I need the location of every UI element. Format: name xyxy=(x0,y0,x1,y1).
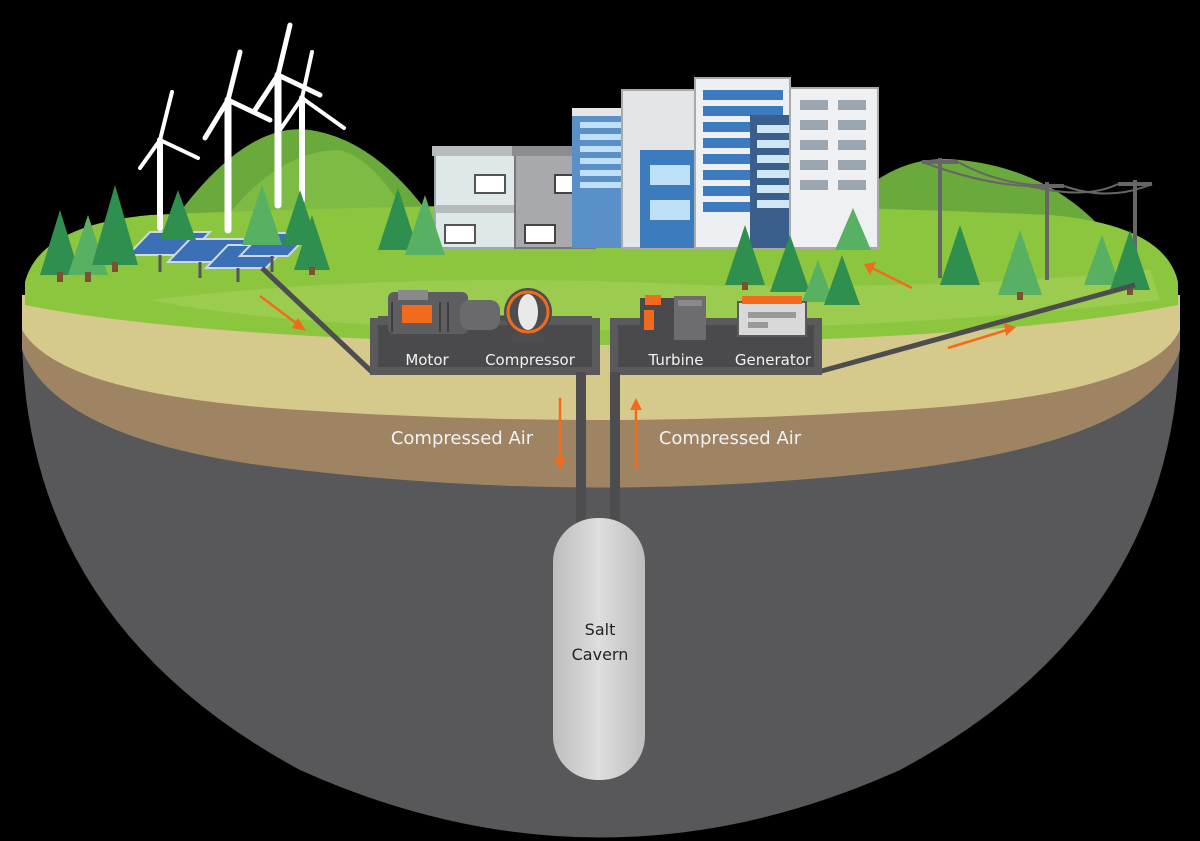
wind-turbine-icon xyxy=(138,90,200,231)
turbine-icon xyxy=(640,295,706,340)
arrow-icon xyxy=(864,262,913,290)
power-lines xyxy=(921,158,1153,280)
buildings xyxy=(432,77,879,249)
wind-turbines xyxy=(138,22,346,234)
trees xyxy=(40,185,1150,305)
motor-icon xyxy=(388,290,500,334)
tree-icon xyxy=(160,190,196,240)
tree-icon xyxy=(725,225,765,290)
tree-icon xyxy=(294,215,330,275)
compressor-label: Compressor xyxy=(485,351,576,369)
cables xyxy=(260,266,1136,375)
pipe-in xyxy=(576,372,586,532)
motor-label: Motor xyxy=(405,351,449,369)
compressed-air-out-label: Compressed Air xyxy=(659,428,802,449)
flow-arrows xyxy=(259,262,1016,470)
pipe-out xyxy=(610,372,620,532)
tree-icon xyxy=(1110,230,1150,295)
tree-icon xyxy=(770,235,810,292)
tree-icon xyxy=(998,230,1042,300)
tree-icon xyxy=(835,208,871,250)
compressor-icon xyxy=(504,288,552,342)
building-icon xyxy=(789,87,879,249)
tree-icon xyxy=(405,195,445,255)
power-pole-icon xyxy=(922,158,958,278)
air-pipes xyxy=(576,372,620,532)
cable-generator-to-grid xyxy=(817,282,1136,375)
generator-label: Generator xyxy=(735,351,812,369)
tree-icon xyxy=(92,185,138,272)
turbine-label: Turbine xyxy=(648,351,704,369)
tree-icon xyxy=(824,255,860,305)
cavern-label-line1: Salt xyxy=(585,620,616,639)
tree-icon xyxy=(242,185,282,245)
arrow-icon xyxy=(947,323,1016,350)
arrow-icon xyxy=(259,295,306,331)
generator-icon xyxy=(737,296,807,337)
tree-icon xyxy=(40,210,80,282)
compressed-air-in-label: Compressed Air xyxy=(391,428,534,449)
tree-icon xyxy=(378,188,418,250)
cable-solar-to-motor xyxy=(260,266,374,374)
arrow-icon xyxy=(630,398,642,470)
salt-cavern xyxy=(553,518,645,780)
wind-turbine-icon xyxy=(202,49,273,234)
cavern-label-line2: Cavern xyxy=(572,645,629,664)
tree-icon xyxy=(802,260,834,302)
wind-turbine-icon xyxy=(252,22,323,209)
tree-icon xyxy=(1084,235,1120,285)
arrow-icon xyxy=(554,398,566,470)
machinery: Motor Compressor Turbine Generator xyxy=(370,288,822,375)
wind-turbine-icon xyxy=(278,50,346,203)
tree-icon xyxy=(940,225,980,285)
house-icon xyxy=(432,146,523,249)
